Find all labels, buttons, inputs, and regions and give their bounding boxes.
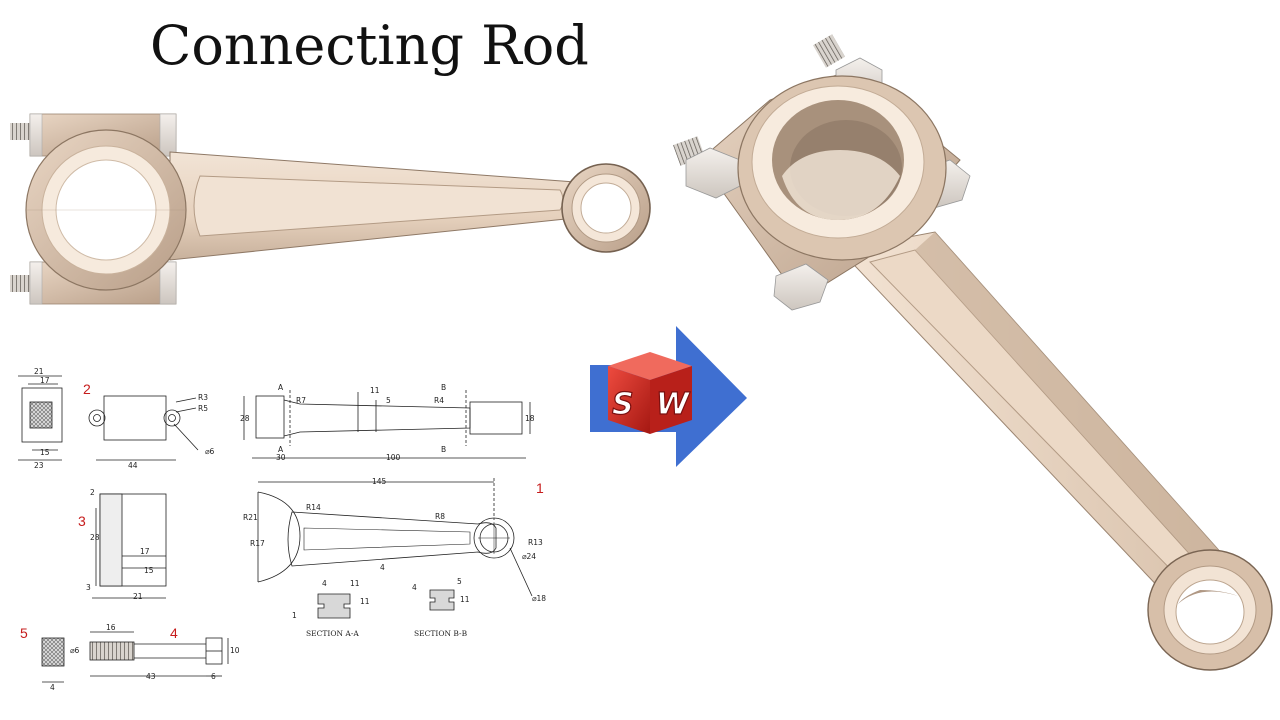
dim-5: 5: [386, 396, 391, 405]
small-end-bore: [580, 182, 632, 234]
dim-r8: R8: [435, 512, 445, 521]
iso-rod-channel: [869, 249, 1205, 586]
dim-17: 17: [40, 376, 50, 385]
dim-phi18: ⌀18: [532, 594, 546, 603]
dim-a-top: A: [278, 383, 284, 392]
solidworks-logo-icon: S W: [608, 352, 692, 434]
dim-bolt-phi6: ⌀6: [70, 646, 80, 655]
bolt-thread-iso-back: [812, 34, 846, 68]
dim-bolt-10: 10: [230, 646, 240, 655]
dim-r7: R7: [296, 396, 306, 405]
dim-a-4: 4: [322, 579, 327, 588]
dim-a-bottom: A: [278, 445, 284, 454]
dim-11: 11: [370, 386, 380, 395]
iso-small-end-bore: [1175, 579, 1245, 645]
dim-15: 15: [40, 448, 50, 457]
dim-15b: 15: [144, 566, 154, 575]
dim-r17: R17: [250, 539, 265, 548]
callout-5: 5: [20, 625, 28, 641]
dim-nut-4: 4: [50, 683, 55, 692]
dim-phi6: ⌀6: [205, 447, 215, 456]
dim-b-11: 11: [460, 595, 470, 604]
dim-r3: R3: [198, 393, 208, 402]
drawing-view-rod-elevation: A A B B R7 11 5 R4 28 18 30 100: [240, 383, 535, 462]
callout-1: 1: [536, 480, 544, 496]
dim-a-1: 1: [292, 611, 297, 620]
dim-r21: R21: [243, 513, 258, 522]
dim-phi24: ⌀24: [522, 552, 536, 561]
dim-28b: 28: [90, 533, 100, 542]
dim-b-top: B: [441, 383, 446, 392]
page-title: Connecting Rod: [150, 14, 589, 77]
iso-nut-front: [773, 263, 829, 311]
dim-bolt-6: 6: [211, 672, 216, 681]
nut-bottom-left: [29, 261, 43, 305]
dim-100: 100: [386, 453, 401, 462]
section-b-b-label: SECTION B-B: [414, 629, 468, 638]
logo-letter-w: W: [656, 387, 691, 422]
dim-3: 3: [86, 583, 91, 592]
dim-r4: R4: [434, 396, 444, 405]
solidworks-arrow-group: S W: [590, 326, 747, 467]
drawing-section-a-a: 4 11 11 1 SECTION A-A: [292, 579, 370, 638]
rod-beam-channel: [193, 175, 564, 237]
callout-3: 3: [78, 513, 86, 529]
dim-r14: R14: [306, 503, 321, 512]
drawing-view-bearing-cap: R3 R5 44 ⌀6: [88, 393, 215, 470]
dim-21: 21: [34, 367, 44, 376]
drawing-view-side-block: 21 17 15 23: [18, 367, 63, 470]
dim-21b: 21: [133, 592, 143, 601]
dim-r13: R13: [528, 538, 543, 547]
nut-top-right: [159, 113, 177, 157]
bolt-thread-bottom: [10, 275, 32, 292]
section-a-a-label: SECTION A-A: [306, 629, 359, 638]
connecting-rod-isometric-view: [673, 34, 1273, 671]
dim-a-11-side: 11: [360, 597, 370, 606]
dim-23: 23: [34, 461, 44, 470]
drawing-section-b-b: 4 5 11 SECTION B-B: [412, 577, 470, 638]
dim-bolt-16: 16: [106, 623, 116, 632]
connecting-rod-top-view: [10, 113, 651, 305]
dim-b-4: 4: [412, 583, 417, 592]
drawing-view-bolt-nut: 16 ⌀6 10 43 6 4: [41, 623, 240, 692]
bolt-thread-top: [10, 123, 32, 140]
dim-30: 30: [276, 453, 286, 462]
dim-28: 28: [240, 414, 250, 423]
nut-top-left: [29, 113, 43, 157]
drawing-view-rod-plan: 145 R21 R14 R8 R17 R13 ⌀24 4 ⌀18: [243, 477, 546, 603]
dim-b-bottom: B: [441, 445, 446, 454]
dim-18: 18: [525, 414, 535, 423]
dim-17b: 17: [140, 547, 150, 556]
dim-r5: R5: [198, 404, 208, 413]
callout-2: 2: [83, 381, 91, 397]
dim-2: 2: [90, 488, 95, 497]
dim-4: 4: [380, 563, 385, 572]
logo-letter-s: S: [612, 387, 634, 422]
dim-bolt-43: 43: [146, 672, 156, 681]
callout-4: 4: [170, 625, 178, 641]
nut-bottom-right: [159, 261, 177, 305]
drawing-view-bushing: 2 28 17 15 3 21: [86, 488, 167, 601]
dim-a-11-top: 11: [350, 579, 360, 588]
dim-44: 44: [128, 461, 138, 470]
dim-145: 145: [372, 477, 387, 486]
technical-drawing: 1 2 3 4 5 21 17 15 23: [18, 367, 546, 692]
dim-b-5: 5: [457, 577, 462, 586]
